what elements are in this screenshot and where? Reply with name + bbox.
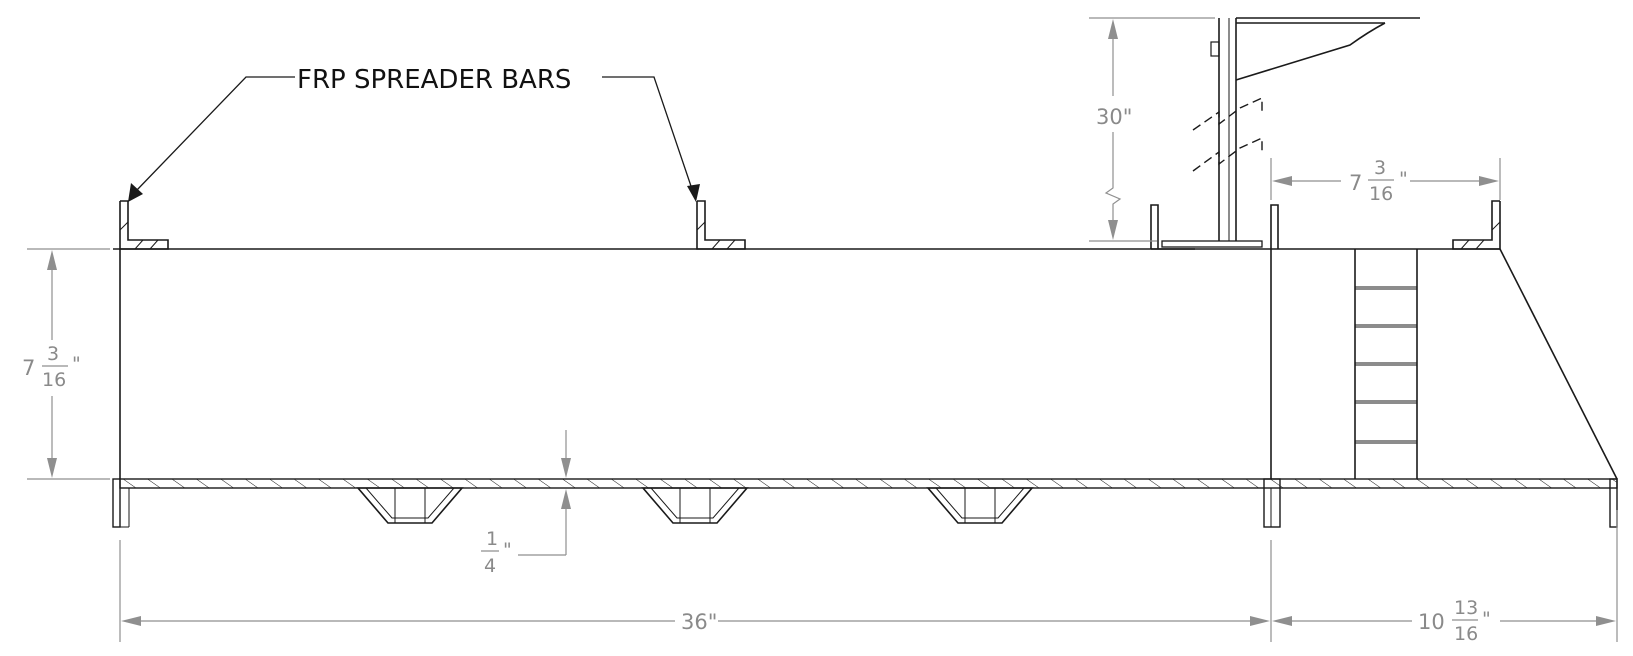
side-length-denominator: 16 (1454, 623, 1478, 645)
spreader-bar-right (1452, 200, 1501, 250)
spreader-bar-left (119, 200, 169, 250)
side-length-unit: " (1482, 608, 1491, 630)
top-right-unit: " (1399, 168, 1408, 190)
thickness-numerator: 1 (486, 528, 498, 550)
main-length-value: 36" (681, 610, 717, 634)
ladder-frame (1354, 249, 1418, 479)
support-lug-2 (641, 487, 749, 524)
spreader-bars-label: FRP SPREADER BARS (297, 65, 571, 95)
height-left-denominator: 16 (42, 369, 66, 391)
bottom-deck (112, 478, 1618, 528)
side-length-numerator: 13 (1454, 597, 1478, 619)
top-right-whole: 7 (1349, 171, 1362, 195)
spreader-bar-post-right (1270, 204, 1279, 249)
support-lug-1 (356, 487, 464, 524)
spreader-bars-callout: FRP SPREADER BARS (128, 65, 700, 202)
vertical-post (1161, 17, 1420, 248)
height-left-unit: " (72, 353, 81, 375)
dimension-post-height: 30" (1089, 17, 1215, 242)
top-right-denominator: 16 (1369, 183, 1393, 205)
dimension-thickness: 1 4 " (481, 430, 571, 577)
thickness-denominator: 4 (484, 555, 496, 577)
thickness-unit: " (503, 539, 512, 561)
height-left-whole: 7 (22, 356, 35, 380)
dimension-side-length: 10 13 16 " (1272, 510, 1618, 645)
post-height-value: 30" (1096, 105, 1132, 129)
dimension-main-length: 36" (119, 540, 1272, 642)
main-tray-body (113, 248, 1618, 480)
side-length-whole: 10 (1418, 610, 1445, 634)
top-right-numerator: 3 (1374, 157, 1386, 179)
height-left-numerator: 3 (47, 343, 59, 365)
spreader-bar-middle (696, 200, 746, 250)
dimension-height-left: 7 3 16 " (20, 248, 110, 480)
spreader-bar-post-left (1150, 204, 1195, 250)
dimension-top-right: 7 3 16 " (1270, 157, 1501, 205)
support-lug-3 (926, 487, 1034, 524)
